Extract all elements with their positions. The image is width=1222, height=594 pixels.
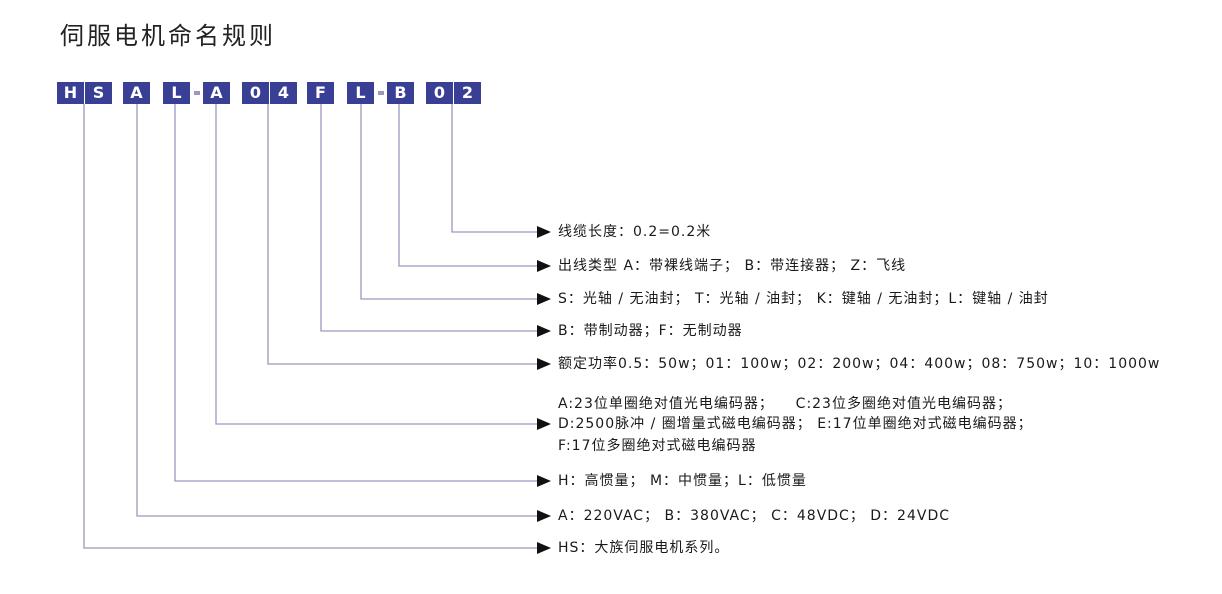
desc-encoder-1: A:23位单圈绝对值光电编码器； C:23位多圈绝对值光电编码器； [558,396,1012,412]
code-box-cable-1: 0 [426,82,453,104]
code-dash [194,91,200,95]
desc-series: HS：大族伺服电机系列。 [558,540,730,556]
code-box-s: S [85,82,112,104]
page-title: 伺服电机命名规则 [60,22,276,50]
arrow-icon [537,358,551,370]
desc-inertia: H：高惯量； M：中惯量；L：低惯量 [558,473,807,489]
code-box-h: H [57,82,84,104]
desc-voltage: A：220VAC； B：380VAC； C：48VDC； D：24VDC [558,508,951,524]
connector-brake [320,104,538,332]
desc-shaft-type: S：光轴 / 无油封； T：光轴 / 油封； K：键轴 / 无油封；L：键轴 /… [558,291,1049,307]
code-box-power-2: 4 [270,82,297,104]
arrow-icon [537,510,551,522]
arrow-icon [537,418,551,430]
connector-inertia [174,104,538,482]
code-box-shaft: L [347,82,374,104]
code-box-encoder: A [203,82,230,104]
connector-shaft [360,104,538,300]
arrow-icon [537,226,551,238]
desc-encoder-3: F:17位多圈绝对式磁电编码器 [558,438,757,454]
connector-cable [451,104,538,233]
connector-encoder [215,104,538,425]
code-box-power-1: 0 [242,82,269,104]
connector-outlet [398,104,538,267]
code-box-inertia: L [163,82,190,104]
arrow-icon [537,542,551,554]
arrow-icon [537,260,551,272]
code-box-outlet: B [387,82,414,104]
arrow-icon [537,475,551,487]
desc-brake: B：带制动器；F：无制动器 [558,323,743,339]
arrow-icon [537,325,551,337]
desc-outlet-type: 出线类型 A：带裸线端子； B：带连接器； Z：飞线 [558,258,907,274]
desc-encoder-2: D:2500脉冲 / 圈增量式磁电编码器； E:17位单圈绝对式磁电编码器； [558,416,1033,432]
connector-hs [83,104,538,549]
code-box-voltage: A [123,82,150,104]
code-box-brake: F [307,82,334,104]
code-box-cable-2: 2 [454,82,481,104]
code-dash [378,91,384,95]
arrow-icon [537,293,551,305]
desc-cable-length: 线缆长度：0.2=0.2米 [558,224,712,240]
connector-voltage [136,104,538,517]
connector-power [267,104,538,365]
desc-rated-power: 额定功率0.5：50w；01：100w；02：200w；04：400w；08：7… [558,356,1161,372]
